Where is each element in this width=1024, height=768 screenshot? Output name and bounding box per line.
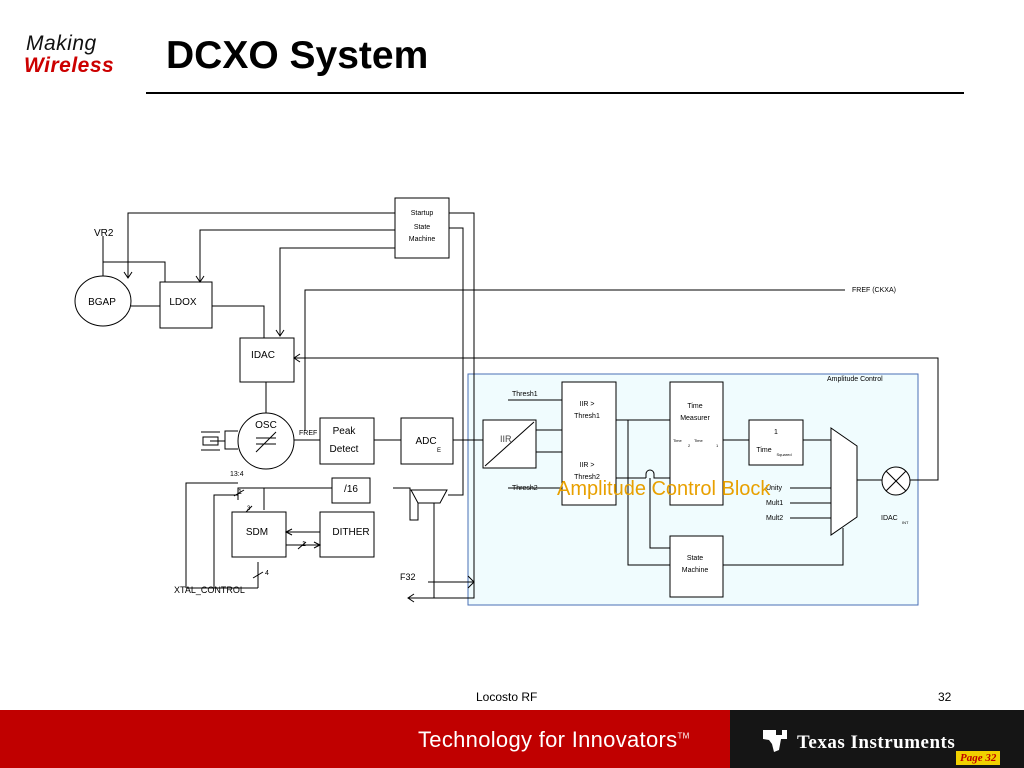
sub-1-label: 1: [716, 443, 719, 448]
adc-mux-block: [410, 489, 448, 504]
iir-thresh1-label-1: IIR >: [580, 401, 595, 408]
dither-block: [319, 511, 375, 558]
logo-making: Making: [26, 32, 97, 55]
idac-out-label: IDAC: [881, 515, 898, 522]
thresh2-label: Thresh2: [512, 485, 538, 492]
bits-13-4-label: 13:4: [230, 471, 244, 478]
time-measurer-label-2: Measurer: [680, 415, 710, 422]
mult1-label: Mult1: [766, 500, 783, 507]
bgap-block: [74, 275, 132, 327]
bit-3-label: 3: [247, 506, 251, 512]
iir-label: IIR: [500, 434, 512, 444]
fref-ckxa-label: FREF (CKXA): [852, 287, 896, 294]
idac-out-sub-label: INT: [902, 520, 909, 525]
iir-thresh-block: [561, 381, 617, 506]
bgap-label: BGAP: [88, 297, 116, 308]
peak-detect-label-1: Peak: [333, 426, 357, 437]
sdm-label: SDM: [246, 527, 268, 538]
peak-detect-label-2: Detect: [330, 444, 359, 455]
time-measurer-block: [669, 381, 724, 506]
time-small-b-label: Time: [694, 438, 704, 443]
iir-thresh2-label-1: IIR >: [580, 462, 595, 469]
div16-label: /16: [344, 484, 358, 495]
bit-4-label: 4: [265, 570, 269, 577]
idac-label: IDAC: [251, 350, 275, 361]
div16-block: [331, 477, 371, 504]
footer-page-number: 32: [938, 690, 952, 704]
adc-sub-label: E: [437, 448, 441, 454]
startup-label-2: State: [414, 224, 430, 231]
adc-label: ADC: [415, 436, 436, 447]
bit-1b-label: 1: [302, 541, 306, 548]
footer-band-red: [0, 710, 730, 768]
state-machine-block: [669, 535, 724, 598]
ldox-block: [159, 281, 213, 329]
inverse-time-block: [748, 419, 804, 466]
mult2-label: Mult2: [766, 515, 783, 522]
trademark-mark: TM: [677, 731, 690, 741]
unity-label: Unity: [766, 485, 782, 492]
footer-tagline: Technology for InnovatorsTM: [418, 727, 690, 753]
thresh1-label: Thresh1: [512, 391, 538, 398]
osc-label: OSC: [255, 420, 277, 431]
vr2-label: VR2: [94, 228, 114, 239]
startup-state-machine-block: [394, 197, 450, 259]
ti-company-name: Texas Instruments: [797, 732, 956, 753]
sdm-block: [231, 511, 287, 558]
inverse-label-2: Time: [756, 447, 771, 454]
crystal-symbol: [201, 431, 220, 451]
state-machine-label-1: State: [687, 555, 703, 562]
mux-block: [830, 427, 858, 536]
inverse-label-1: 1: [774, 429, 778, 436]
xtal-control-label: XTAL_CONTROL: [174, 585, 245, 595]
adc-block: [400, 417, 454, 465]
iir-thresh2-label-2: Thresh2: [574, 474, 600, 481]
state-machine-label-2: Machine: [682, 567, 709, 574]
title-rule: [146, 92, 964, 94]
dcxo-block-diagram: Startup State Machine VR2 BGAP LDOX FREF…: [74, 197, 939, 606]
ti-logo-icon: [763, 730, 787, 752]
slide-title: DCXO System: [166, 34, 429, 77]
startup-label-1: Startup: [411, 210, 434, 217]
ldox-label: LDOX: [169, 297, 197, 308]
amplitude-control-block-title: Amplitude Control Block: [557, 478, 771, 500]
time-measurer-label-1: Time: [687, 403, 702, 410]
fref-label: FREF: [299, 430, 317, 437]
bit-1a-label: 1: [238, 489, 242, 496]
f32-label: F32: [400, 572, 416, 582]
footer-locosto-rf: Locosto RF: [476, 690, 538, 704]
peak-detect-block: [319, 417, 375, 465]
page-badge: Page 32: [956, 751, 1001, 765]
idac-block: [239, 337, 295, 383]
logo-wireless: Wireless: [24, 54, 115, 77]
time-small-a-label: Time: [673, 438, 683, 443]
iir-thresh1-label-2: Thresh1: [574, 413, 600, 420]
startup-label-3: Machine: [409, 236, 436, 243]
dither-label: DITHER: [332, 527, 369, 538]
osc-block: [237, 412, 295, 470]
amplitude-control-label: Amplitude Control: [827, 376, 883, 383]
sub-2-label: 2: [688, 443, 691, 448]
squared-sub-label: Squared: [776, 452, 791, 457]
tagline-text: Technology for Innovators: [418, 727, 678, 752]
